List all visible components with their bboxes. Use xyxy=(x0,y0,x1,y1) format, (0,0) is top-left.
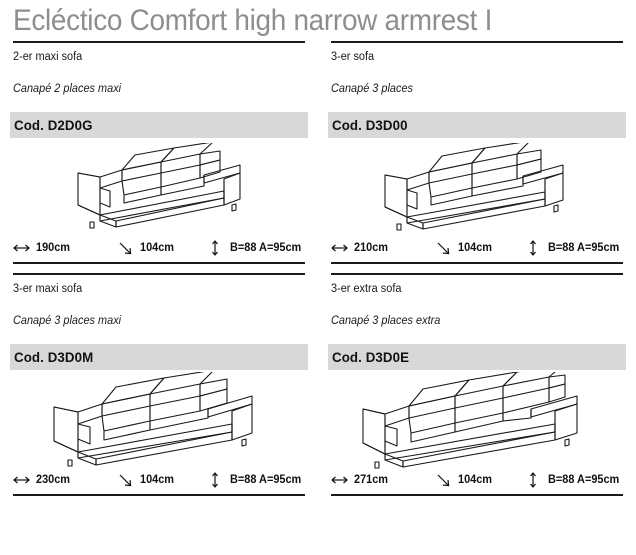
product-code-band: Cod. D3D0E xyxy=(328,344,626,370)
product-name-de: 3-er sofa xyxy=(331,51,375,63)
product-cell: 2-er maxi sofa Canapé 2 places maxi Cod.… xyxy=(0,41,318,264)
diagonal-arrow-icon xyxy=(117,241,134,255)
product-code: Cod. D3D00 xyxy=(332,117,408,133)
diagonal-arrow-icon xyxy=(117,473,134,487)
dimension-depth: 104cm xyxy=(435,241,525,255)
dimension-width: 271cm xyxy=(331,473,435,487)
dimension-height-value: B=88 A=95cm xyxy=(229,474,302,486)
cell-top-rule xyxy=(331,273,623,275)
product-name-fr: Canapé 3 places xyxy=(331,83,413,95)
dimension-height: B=88 A=95cm xyxy=(207,240,305,256)
vertical-double-arrow-icon xyxy=(525,240,542,256)
cell-bottom-rule xyxy=(13,494,305,496)
cell-top-rule xyxy=(13,273,305,275)
product-code: Cod. D3D0M xyxy=(14,349,94,365)
cell-bottom-rule xyxy=(331,494,623,496)
vertical-double-arrow-icon xyxy=(207,240,224,256)
product-cell: 3-er sofa Canapé 3 places Cod. D3D00 xyxy=(318,41,636,264)
dimension-depth-value: 104cm xyxy=(457,474,492,486)
product-code: Cod. D3D0E xyxy=(332,349,410,365)
page-title: Ecléctico Comfort high narrow armrest I xyxy=(13,4,493,37)
dimension-height-value: B=88 A=95cm xyxy=(229,242,302,254)
diagonal-arrow-icon xyxy=(435,241,452,255)
product-name-de: 2-er maxi sofa xyxy=(13,51,83,63)
product-name-fr: Canapé 3 places maxi xyxy=(13,315,122,327)
sofa-drawing-2-seat xyxy=(13,138,305,237)
dimension-depth: 104cm xyxy=(117,241,207,255)
product-code-band: Cod. D2D0G xyxy=(10,112,308,138)
dimension-height: B=88 A=95cm xyxy=(525,240,623,256)
cell-bottom-rule xyxy=(13,262,305,264)
diagonal-arrow-icon xyxy=(435,473,452,487)
cell-bottom-rule xyxy=(331,262,623,264)
dimension-width: 210cm xyxy=(331,241,435,255)
horizontal-double-arrow-icon xyxy=(331,473,348,487)
product-code: Cod. D2D0G xyxy=(14,117,93,133)
dimension-row: 190cm 104cm xyxy=(13,237,305,259)
dimension-row: 230cm 104cm xyxy=(13,469,305,491)
dimension-depth: 104cm xyxy=(117,473,207,487)
dimension-depth: 104cm xyxy=(435,473,525,487)
product-name-de: 3-er maxi sofa xyxy=(13,283,83,295)
dimension-width: 230cm xyxy=(13,473,117,487)
product-code-band: Cod. D3D00 xyxy=(328,112,626,138)
product-cell: 3-er extra sofa Canapé 3 places extra Co… xyxy=(318,273,636,496)
dimension-width-value: 271cm xyxy=(354,474,389,486)
product-cell: 3-er maxi sofa Canapé 3 places maxi Cod.… xyxy=(0,273,318,496)
dimension-height-value: B=88 A=95cm xyxy=(547,474,620,486)
horizontal-double-arrow-icon xyxy=(331,241,348,255)
dimension-row: 271cm 104cm xyxy=(331,469,623,491)
sofa-drawing-3-seat xyxy=(331,138,623,237)
dimension-depth-value: 104cm xyxy=(139,242,174,254)
vertical-double-arrow-icon xyxy=(525,472,542,488)
dimension-depth-value: 104cm xyxy=(457,242,492,254)
product-name-fr: Canapé 2 places maxi xyxy=(13,83,122,95)
sofa-drawing-3-maxi xyxy=(13,370,305,469)
row-gap xyxy=(0,264,636,273)
dimension-width-value: 230cm xyxy=(36,474,71,486)
dimension-row: 210cm 104cm xyxy=(331,237,623,259)
horizontal-double-arrow-icon xyxy=(13,473,30,487)
product-name-fr: Canapé 3 places extra xyxy=(331,315,441,327)
dimension-width-value: 190cm xyxy=(36,242,71,254)
dimension-width-value: 210cm xyxy=(354,242,389,254)
horizontal-double-arrow-icon xyxy=(13,241,30,255)
sofa-drawing-3-extra xyxy=(331,370,623,469)
dimension-depth-value: 104cm xyxy=(139,474,174,486)
dimension-height-value: B=88 A=95cm xyxy=(547,242,620,254)
dimension-width: 190cm xyxy=(13,241,117,255)
product-grid: 2-er maxi sofa Canapé 2 places maxi Cod.… xyxy=(0,41,636,496)
dimension-height: B=88 A=95cm xyxy=(207,472,305,488)
cell-top-rule xyxy=(331,41,623,43)
cell-top-rule xyxy=(13,41,305,43)
vertical-double-arrow-icon xyxy=(207,472,224,488)
product-name-de: 3-er extra sofa xyxy=(331,283,402,295)
dimension-height: B=88 A=95cm xyxy=(525,472,623,488)
product-code-band: Cod. D3D0M xyxy=(10,344,308,370)
